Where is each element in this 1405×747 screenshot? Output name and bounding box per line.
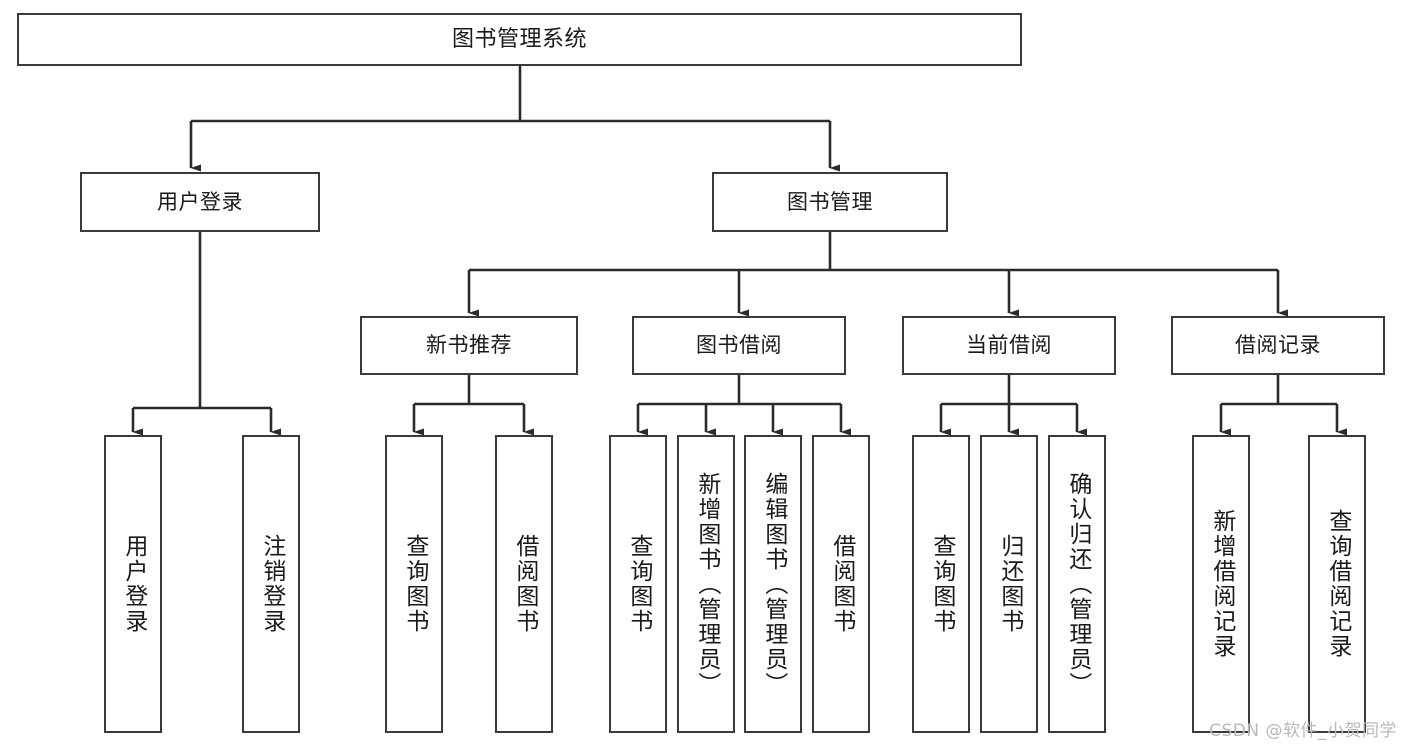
leaf-add-borrow-record[interactable]: 新增借阅记录 (1192, 435, 1250, 733)
node-label: 图书管理系统 (451, 26, 587, 52)
node-label: 编辑图书（管理员） (760, 471, 787, 697)
node-label: 新书推荐 (426, 333, 512, 358)
node-label: 查询图书 (625, 534, 652, 634)
node-label: 借阅记录 (1235, 333, 1321, 358)
leaf-query-borrow-record[interactable]: 查询借阅记录 (1308, 435, 1366, 733)
node-label: 归还图书 (996, 534, 1023, 634)
node-user-login[interactable]: 用户登录 (80, 172, 320, 232)
node-label: 用户登录 (120, 534, 147, 634)
leaf-return-book[interactable]: 归还图书 (980, 435, 1038, 733)
node-label: 新增图书（管理员） (693, 471, 720, 697)
leaf-query-book-recommend[interactable]: 查询图书 (385, 435, 443, 733)
node-label: 确认归还（管理员） (1064, 471, 1091, 697)
node-label: 查询图书 (928, 534, 955, 634)
leaf-borrow-book[interactable]: 借阅图书 (812, 435, 870, 733)
leaf-user-login[interactable]: 用户登录 (104, 435, 162, 733)
node-borrow-record[interactable]: 借阅记录 (1171, 316, 1385, 375)
node-label: 当前借阅 (966, 333, 1052, 358)
leaf-add-book-admin[interactable]: 新增图书（管理员） (677, 435, 735, 733)
leaf-borrow-book-recommend[interactable]: 借阅图书 (495, 435, 553, 733)
leaf-confirm-return-admin[interactable]: 确认归还（管理员） (1048, 435, 1106, 733)
leaf-query-book-current[interactable]: 查询图书 (912, 435, 970, 733)
leaf-logout-login[interactable]: 注销登录 (242, 435, 300, 733)
node-label: 图书借阅 (696, 333, 782, 358)
node-label: 借阅图书 (511, 534, 538, 634)
node-root-system[interactable]: 图书管理系统 (17, 13, 1022, 66)
watermark-text: CSDN @软件_小贺同学 (1209, 721, 1397, 741)
node-book-manage[interactable]: 图书管理 (712, 172, 948, 232)
node-label: 新增借阅记录 (1208, 509, 1235, 659)
node-label: 用户登录 (157, 189, 243, 214)
node-book-borrow[interactable]: 图书借阅 (632, 316, 846, 375)
leaf-edit-book-admin[interactable]: 编辑图书（管理员） (744, 435, 802, 733)
node-label: 借阅图书 (828, 534, 855, 634)
node-new-book-recommend[interactable]: 新书推荐 (360, 316, 578, 375)
node-label: 图书管理 (787, 189, 873, 214)
leaf-query-book-borrow[interactable]: 查询图书 (609, 435, 667, 733)
node-current-borrow[interactable]: 当前借阅 (902, 316, 1116, 375)
node-label: 查询图书 (401, 534, 428, 634)
node-label: 注销登录 (258, 534, 285, 634)
node-label: 查询借阅记录 (1324, 509, 1351, 659)
